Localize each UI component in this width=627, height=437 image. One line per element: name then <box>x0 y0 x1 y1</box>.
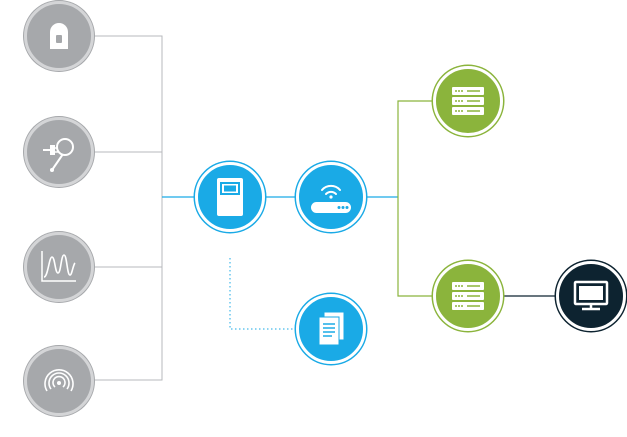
server-icon <box>452 87 484 115</box>
server-bottom-node[interactable] <box>433 261 503 331</box>
plug-sensor-icon <box>43 138 74 172</box>
server-top-node[interactable] <box>433 66 503 136</box>
controller-node[interactable] <box>195 162 265 232</box>
monitor-icon <box>573 280 609 311</box>
documents-icon <box>318 311 345 346</box>
server-icon <box>452 282 484 310</box>
waveform-icon <box>41 251 76 282</box>
workstation-node[interactable] <box>556 261 626 331</box>
door-icon <box>50 23 68 49</box>
controller-icon <box>217 178 243 216</box>
server-branch-line <box>397 100 433 297</box>
sensor-connectors <box>92 35 163 381</box>
sensor-bus-line <box>92 35 163 381</box>
electrical-sensor-node[interactable] <box>24 117 94 187</box>
rfid-sensor-node[interactable] <box>24 346 94 416</box>
signal-rings-icon <box>44 369 74 392</box>
controller-to-documents-link <box>229 258 296 330</box>
wifi-router-icon <box>311 184 351 213</box>
wireless-router-node[interactable] <box>296 162 366 232</box>
door-sensor-node[interactable] <box>24 1 94 71</box>
waveform-sensor-node[interactable] <box>24 232 94 302</box>
documents-node[interactable] <box>296 294 366 364</box>
